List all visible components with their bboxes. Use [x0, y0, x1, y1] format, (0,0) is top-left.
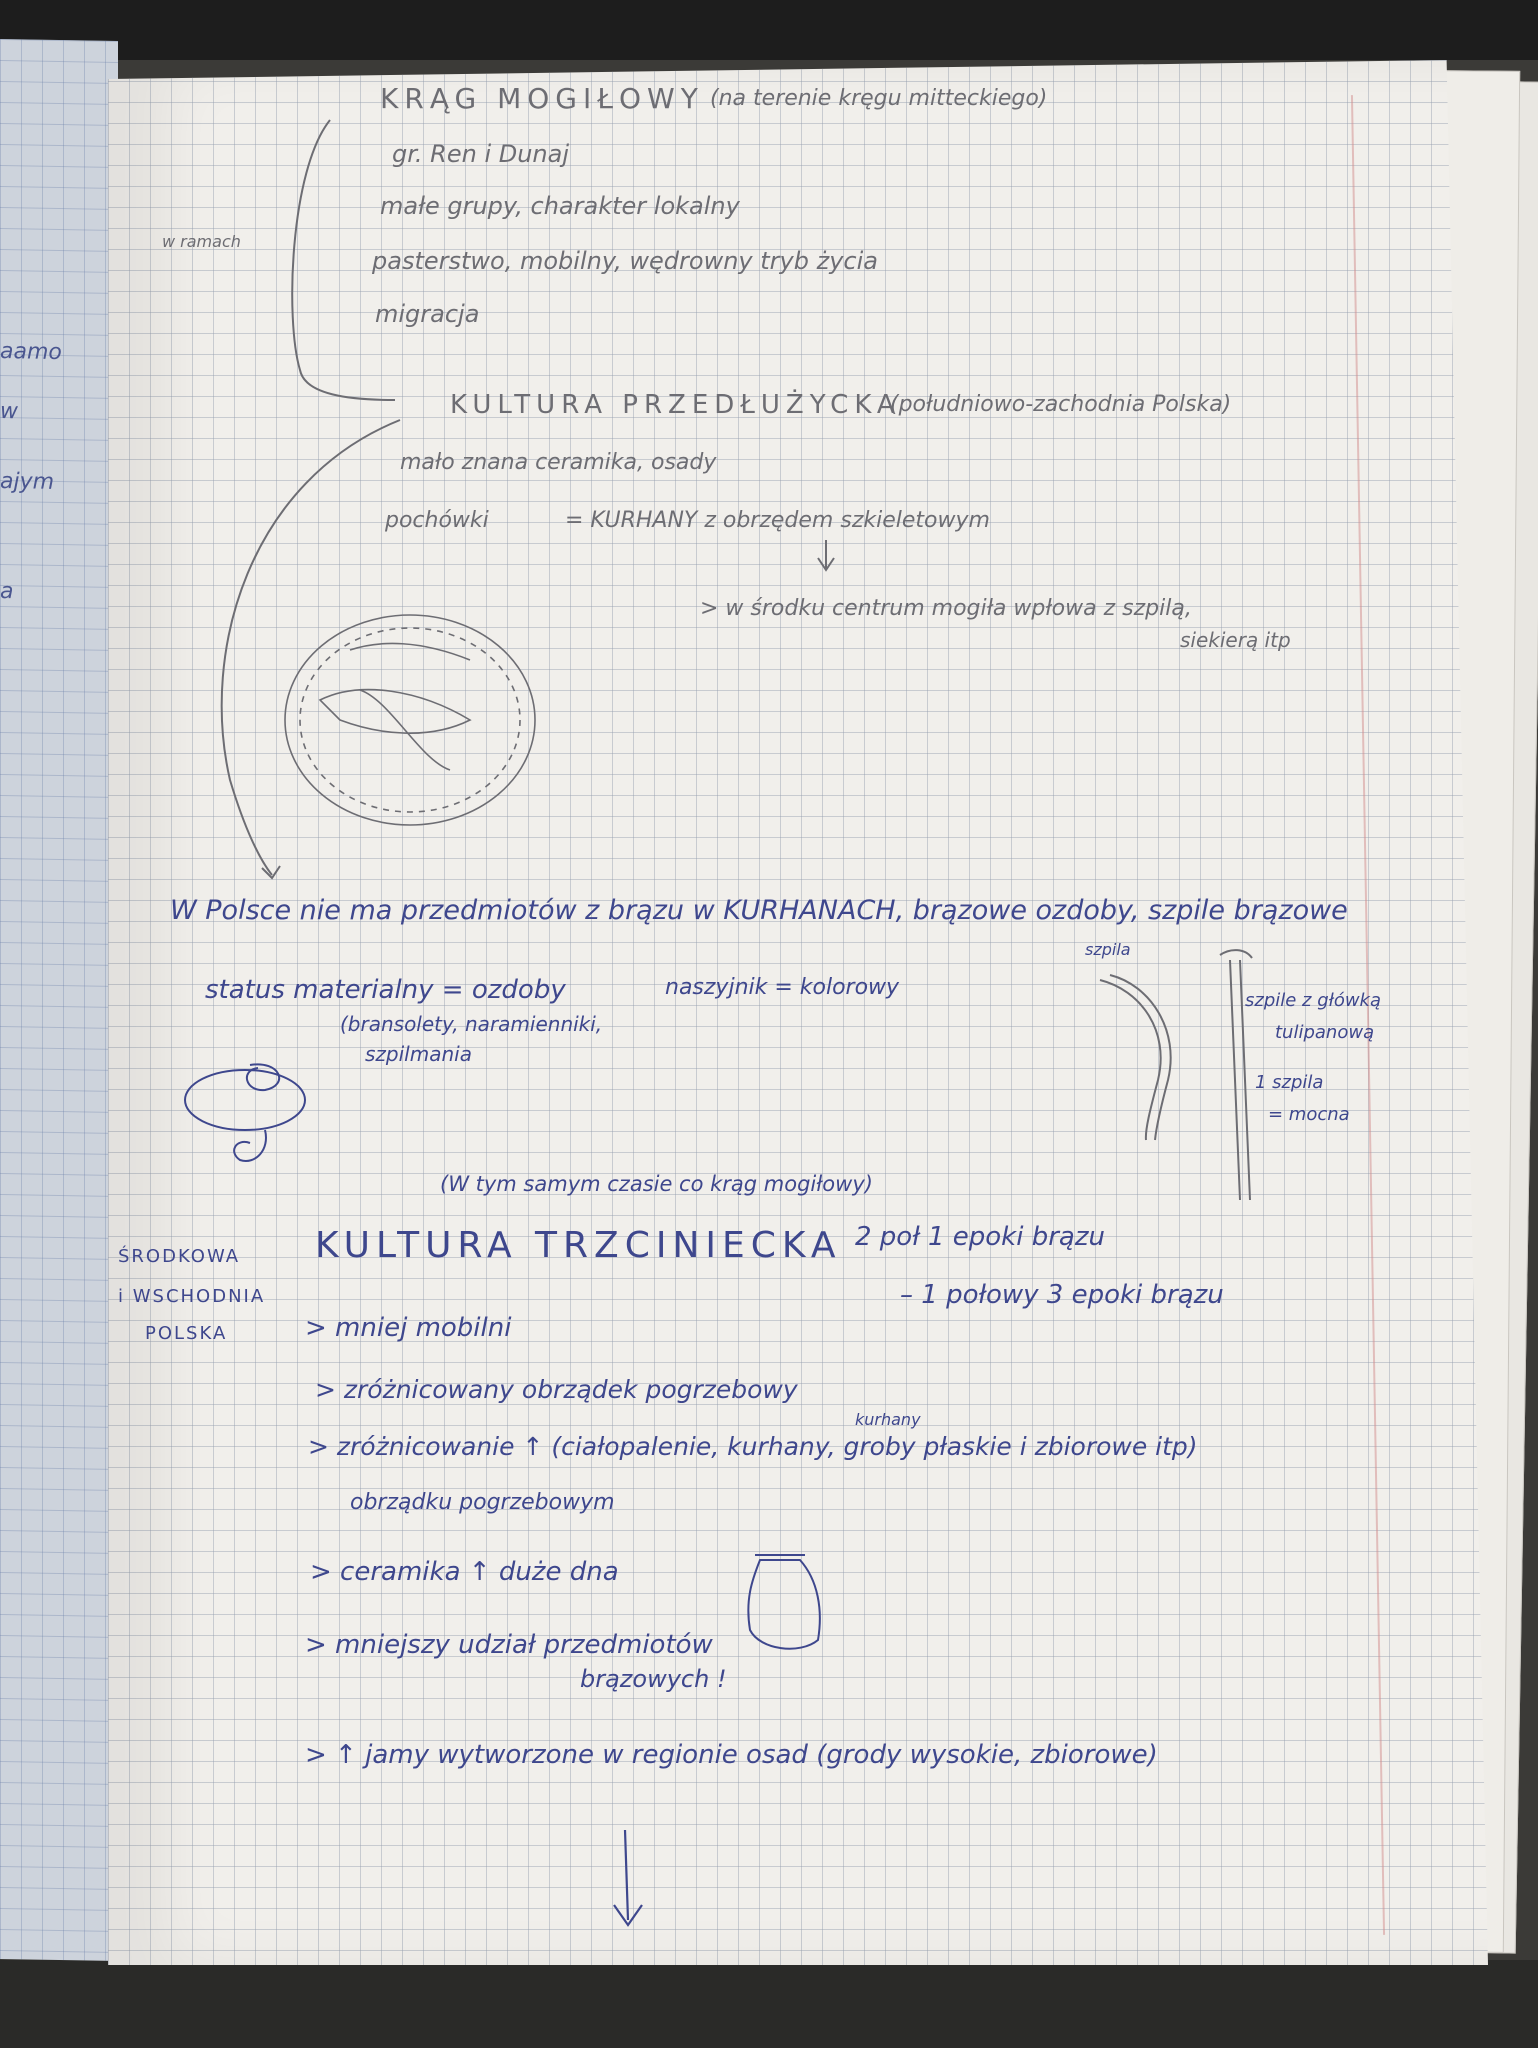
- kurhany-above: kurhany: [855, 1410, 921, 1429]
- vessel-sketch: [747, 1554, 821, 1650]
- status-sub: (bransolety, naramienniki,: [340, 1012, 603, 1036]
- heading-kultura-przedluzycka: KULTURA PRZEDŁUŻYCKA: [450, 390, 901, 420]
- trzciniecka-date: – 1 połowy 3 epoki brązu: [900, 1280, 1224, 1310]
- notebook-page: [108, 60, 1488, 1965]
- przedlu-region: (południowo-zachodnia Polska): [890, 392, 1232, 417]
- heading-krag-mogilowy: KRĄG MOGIŁOWY: [380, 82, 704, 115]
- trzciniecka-item: > mniejszy udział przedmiotów: [305, 1630, 713, 1660]
- krag-item: małe grupy, charakter lokalny: [380, 192, 740, 220]
- przedlu-item: pochówki: [385, 508, 489, 533]
- krag-side-note: w ramach: [162, 232, 241, 251]
- trzciniecka-item: > ↑ jamy wytworzone w regionie osad (gro…: [305, 1740, 1158, 1770]
- pin-sketch: [1099, 949, 1253, 1201]
- kurhan-note: > w środku centrum mogiła wpłowa z szpil…: [700, 596, 1192, 621]
- naszyjnik-label: naszyjnik = kolorowy: [665, 975, 900, 1000]
- ring-sketch: [184, 1063, 306, 1162]
- przedlu-item: = KURHANY z obrzędem szkieletowym: [565, 508, 990, 533]
- heading-kultura-trzciniecka: KULTURA TRZCINIECKA: [315, 1225, 842, 1266]
- status-line: status materialny = ozdoby: [205, 975, 566, 1005]
- arrow-head: [261, 865, 281, 880]
- trzciniecka-item: obrządku pogrzebowym: [350, 1490, 615, 1515]
- kurhan-sketch: [284, 614, 536, 826]
- szpila-note: 1 szpila: [1255, 1072, 1324, 1093]
- krag-note: (na terenie kręgu mitteckiego): [710, 86, 1048, 111]
- trzciniecka-context: (W tym samym czasie co krąg mogiłowy): [440, 1172, 873, 1196]
- polska-line: W Polsce nie ma przedmiotów z brązu w KU…: [170, 895, 1348, 926]
- szpila-note: = mocna: [1268, 1104, 1350, 1125]
- trzciniecka-item: > zróżnicowanie ↑ (ciałopalenie, kurhany…: [308, 1432, 1198, 1461]
- trzciniecka-item: > ceramika ↑ duże dna: [310, 1557, 619, 1587]
- szpila-note: szpile z główką: [1245, 990, 1382, 1011]
- down-arrow: [817, 540, 835, 572]
- kurhan-note: siekierą itp: [1180, 628, 1291, 652]
- trzciniecka-region: ŚRODKOWA: [118, 1246, 241, 1267]
- big-down-arrow: [613, 1829, 643, 1927]
- szpila-label: szpila: [1085, 940, 1131, 959]
- trzciniecka-item: > mniej mobilni: [305, 1313, 512, 1343]
- trzciniecka-item: > zróżnicowany obrządek pogrzebowy: [315, 1375, 798, 1404]
- krag-item: gr. Ren i Dunaj: [392, 140, 570, 168]
- long-curve-arrow: [220, 419, 401, 876]
- status-sub: szpilmania: [365, 1042, 472, 1066]
- krag-item: pasterstwo, mobilny, wędrowny tryb życia: [372, 247, 878, 275]
- desk-background: [0, 0, 1538, 60]
- desk-surface: [0, 1960, 1538, 2048]
- trzciniecka-region: POLSKA: [145, 1323, 228, 1344]
- krag-item: migracja: [375, 300, 480, 328]
- bracket-curve: [291, 119, 396, 401]
- trzciniecka-item: brązowych !: [580, 1665, 727, 1693]
- trzciniecka-region: i WSCHODNIA: [118, 1286, 266, 1307]
- szpila-note: tulipanową: [1275, 1022, 1375, 1043]
- przedlu-item: mało znana ceramika, osady: [400, 450, 717, 475]
- trzciniecka-date: 2 poł 1 epoki brązu: [855, 1222, 1105, 1252]
